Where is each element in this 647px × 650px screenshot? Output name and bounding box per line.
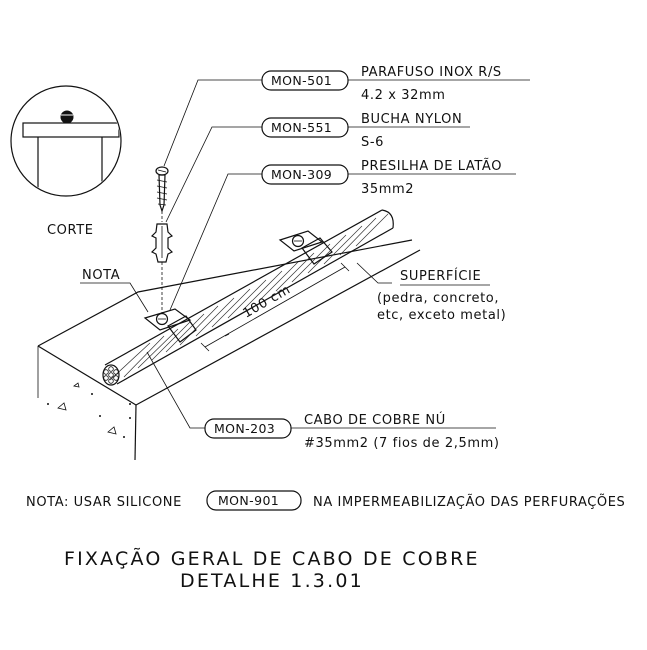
tag-mon-501: MON-501 — [271, 73, 332, 88]
plug-exploded — [150, 223, 174, 263]
dimension-label: 100 cm — [241, 282, 294, 321]
callout-text-1: CABO DE COBRE NÚ — [304, 412, 446, 428]
cable-section-icon — [60, 110, 74, 124]
tag-mon-551: MON-551 — [271, 120, 332, 135]
copper-cable — [102, 209, 394, 386]
note-suffix: NA IMPERMEABILIZAÇÃO DAS PERFURAÇÕES — [313, 494, 625, 510]
tag-mon-309: MON-309 — [271, 167, 332, 182]
callout-text-2: 4.2 x 32mm — [361, 88, 446, 103]
callout-text-1: PRESILHA DE LATÃO — [361, 158, 502, 174]
nota-label: NOTA — [82, 268, 120, 283]
surface-line-3: etc, exceto metal) — [377, 308, 506, 323]
title-line-2: DETALHE 1.3.01 — [180, 570, 364, 592]
screw-exploded — [155, 166, 169, 213]
callout-text-2: S-6 — [361, 135, 384, 150]
surface-block — [37, 239, 421, 461]
surface-annotation: SUPERFÍCIE (pedra, concreto, etc, exceto… — [377, 268, 506, 323]
callout-mon-203: MON-203 CABO DE COBRE NÚ #35mm2 (7 fios … — [204, 412, 500, 451]
callout-mon-551: MON-551 BUCHA NYLON S-6 — [261, 112, 470, 150]
drawing-title: FIXAÇÃO GERAL DE CABO DE COBRE DETALHE 1… — [64, 547, 480, 592]
general-note: NOTA: USAR SILICONE MON-901 NA IMPERMEAB… — [26, 490, 625, 511]
callout-text-1: PARAFUSO INOX R/S — [361, 65, 502, 80]
surface-title: SUPERFÍCIE — [400, 268, 481, 284]
note-prefix: NOTA: USAR SILICONE — [26, 495, 182, 510]
callout-text-2: 35mm2 — [361, 182, 414, 197]
title-line-1: FIXAÇÃO GERAL DE CABO DE COBRE — [64, 547, 480, 570]
tag-mon-901: MON-901 — [218, 493, 279, 508]
tag-mon-203: MON-203 — [214, 421, 275, 436]
surface-line-2: (pedra, concreto, — [377, 291, 499, 306]
section-label: CORTE — [47, 223, 94, 238]
clip-front — [143, 308, 197, 343]
leader-lines — [80, 79, 392, 429]
section-detail: CORTE — [10, 85, 122, 238]
callout-mon-309: MON-309 PRESILHA DE LATÃO 35mm2 — [261, 158, 516, 197]
callout-mon-501: MON-501 PARAFUSO INOX R/S 4.2 x 32mm — [261, 65, 530, 103]
callout-text-1: BUCHA NYLON — [361, 112, 462, 127]
callout-text-2: #35mm2 (7 fios de 2,5mm) — [304, 436, 500, 451]
clip-back — [278, 230, 333, 265]
concrete-hatch — [47, 382, 131, 438]
cable-end-strands — [103, 366, 119, 384]
